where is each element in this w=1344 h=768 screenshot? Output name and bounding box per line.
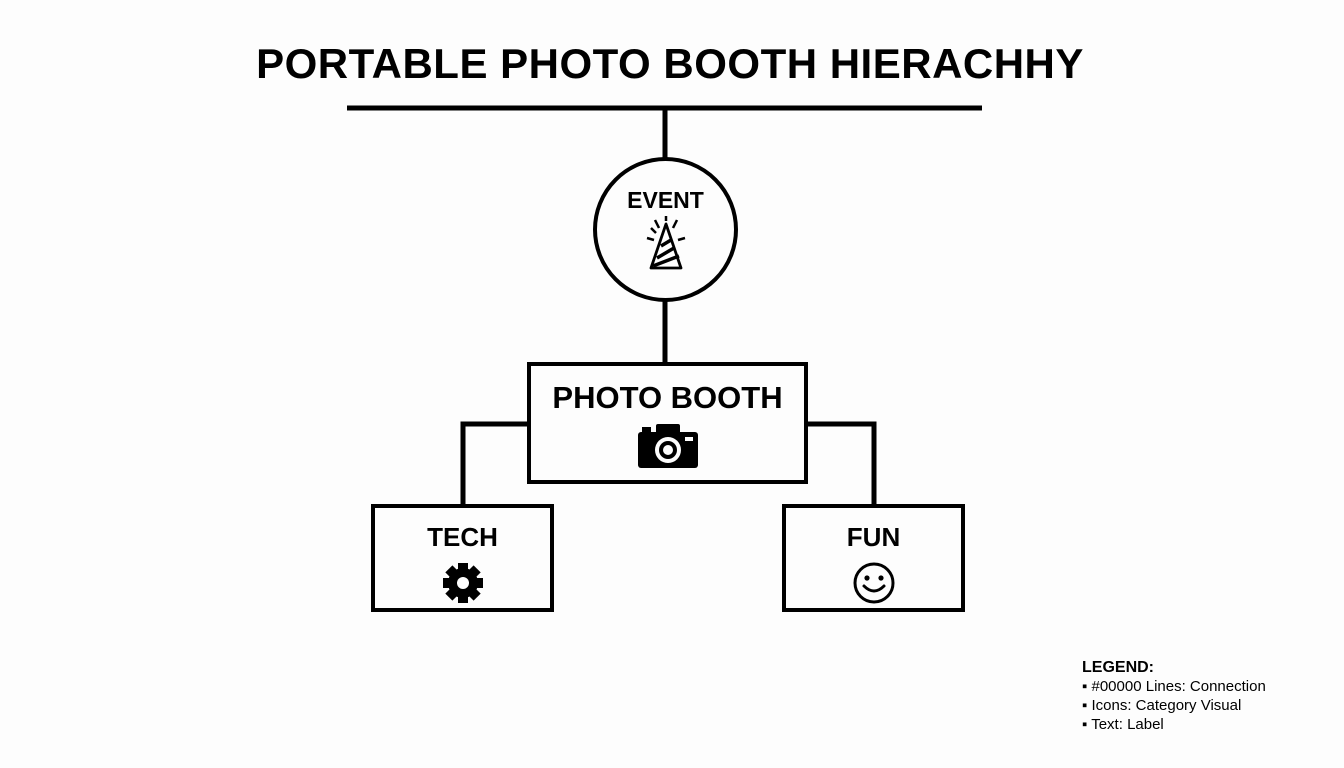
node-photo-booth-label: PHOTO BOOTH [552, 380, 783, 415]
node-fun: FUN [782, 504, 965, 612]
party-hat-icon [646, 216, 685, 270]
node-fun-label: FUN [846, 522, 901, 552]
legend: LEGEND: #00000 Lines: Connection Icons: … [1082, 658, 1266, 734]
legend-item: #00000 Lines: Connection [1082, 677, 1266, 696]
node-event: EVENT [593, 157, 738, 302]
smiley-icon [853, 562, 894, 604]
node-event-label: EVENT [627, 187, 704, 213]
diagram-title: PORTABLE PHOTO BOOTH HIERACHHY [256, 40, 1084, 87]
node-tech-label: TECH [427, 522, 498, 552]
legend-item: Icons: Category Visual [1082, 696, 1266, 715]
gear-icon [442, 563, 483, 603]
node-photo-booth: PHOTO BOOTH [527, 362, 808, 484]
node-tech: TECH [371, 504, 554, 612]
legend-item: Text: Label [1082, 715, 1266, 734]
camera-icon [637, 424, 698, 468]
connector-photo-booth-tech [460, 421, 530, 506]
connector-photo-booth-fun [806, 421, 877, 506]
legend-title: LEGEND: [1082, 659, 1154, 676]
